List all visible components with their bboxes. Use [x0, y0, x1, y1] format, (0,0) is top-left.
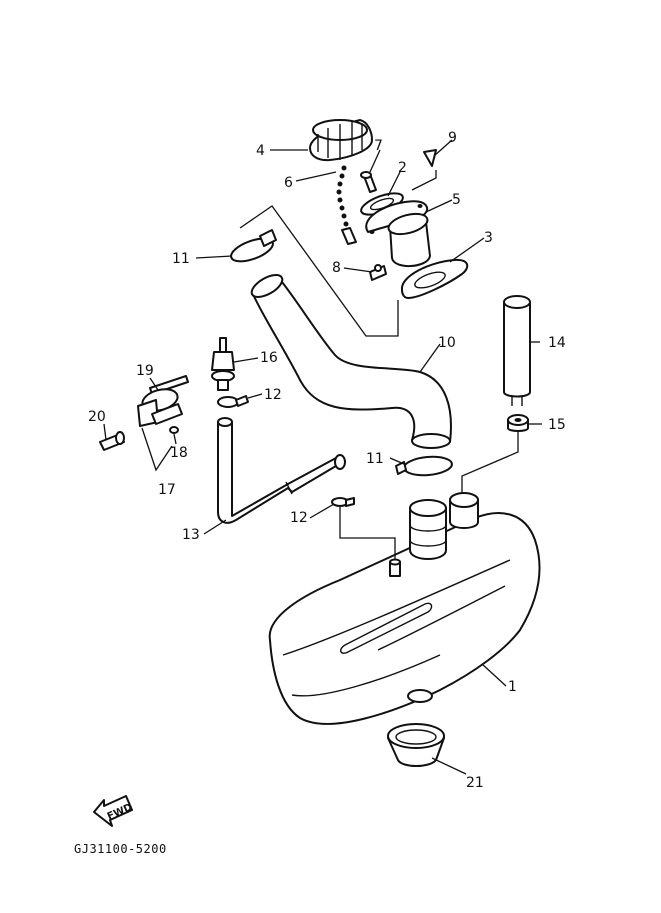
- gasket-3: [400, 258, 469, 299]
- tank-filler-neck: [409, 499, 447, 560]
- cap-chain: [336, 165, 357, 245]
- fuel-hose-13: [217, 417, 346, 524]
- callout-21: 21: [466, 775, 484, 791]
- callout-10: 10: [438, 335, 456, 351]
- grommet-15: [507, 414, 529, 432]
- callout-18: 18: [170, 445, 188, 461]
- bolt-20: [99, 431, 125, 451]
- callout-7: 7: [374, 138, 383, 154]
- callout-5: 5: [452, 192, 461, 208]
- callout-12-upper: 12: [264, 387, 282, 403]
- tank-bumper: [387, 723, 445, 767]
- fuel-tank: [268, 512, 541, 725]
- screw-7: [360, 171, 377, 193]
- vent-pipe-14: [503, 295, 531, 406]
- screw-9: [423, 149, 437, 167]
- hose-clamp-11-lower: [395, 455, 453, 477]
- hose-clip-12-lower: [331, 497, 355, 507]
- hose-clip-8: [369, 264, 387, 281]
- hose-clip-12-upper: [217, 395, 249, 408]
- callout-11-upper: 11: [172, 251, 190, 267]
- callout-3: 3: [484, 230, 493, 246]
- forward-direction-badge: FWD: [93, 795, 134, 827]
- callout-labels: 4 6 7 2 9 5 3 8 11 10 14 16 19 12 20 15 …: [88, 130, 566, 791]
- callout-12-lower: 12: [290, 510, 308, 526]
- callout-19: 19: [136, 363, 154, 379]
- tank-hose-fitting: [389, 558, 401, 577]
- callout-15: 15: [548, 417, 566, 433]
- filler-cap: [309, 119, 373, 162]
- callout-4: 4: [256, 143, 265, 159]
- tank-bottom-fitting: [407, 689, 433, 703]
- hose-clamp-11-upper: [230, 229, 277, 263]
- diagram-code: GJ31100-5200: [74, 842, 167, 856]
- callout-2: 2: [398, 160, 407, 176]
- callout-13: 13: [182, 527, 200, 543]
- callout-17: 17: [158, 482, 176, 498]
- nut-18: [169, 426, 179, 434]
- callout-8: 8: [332, 260, 341, 276]
- callout-14: 14: [548, 335, 566, 351]
- fuel-filter-16: [211, 337, 235, 391]
- callout-1: 1: [508, 679, 517, 695]
- filler-neck-5: [365, 200, 431, 267]
- filler-hose: [250, 274, 452, 449]
- callout-11-lower: 11: [366, 451, 384, 467]
- callout-9: 9: [448, 130, 457, 146]
- tank-vent-boss: [449, 492, 479, 529]
- callout-6: 6: [284, 175, 293, 191]
- callout-20: 20: [88, 409, 106, 425]
- leader-lines: [103, 139, 542, 775]
- hose-holder-17: [137, 375, 189, 427]
- callout-16: 16: [260, 350, 278, 366]
